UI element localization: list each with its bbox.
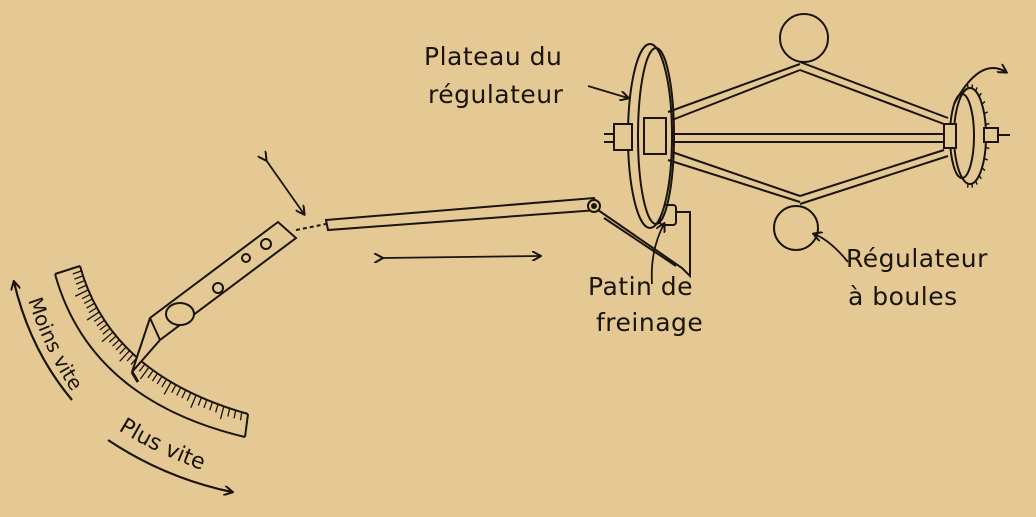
scale-tick [102, 327, 111, 335]
scale-tick [233, 410, 237, 419]
lever-motion-arrow [266, 160, 304, 214]
gear-tooth [981, 167, 986, 172]
scale-tick [203, 399, 208, 409]
scale-tick [176, 387, 182, 396]
patin-label-line2: freinage [596, 308, 704, 337]
scale-tick [99, 323, 108, 331]
scale-tick [197, 397, 202, 406]
gear-tooth [983, 111, 989, 115]
scale-tick [96, 319, 105, 327]
scale-tick [88, 307, 98, 314]
governor-ball-bottom [773, 205, 819, 251]
plus-vite-label: Plus vite [115, 414, 209, 476]
scale-tick [86, 302, 95, 309]
scale-tick [75, 279, 85, 285]
gear-tooth [975, 180, 978, 185]
scale-tick [83, 298, 93, 305]
gear-tooth [978, 175, 982, 180]
dashed-link [295, 223, 327, 231]
scale-tick [239, 412, 243, 421]
plateau-label-line1: Plateau du [424, 42, 563, 71]
scale-tick [119, 346, 127, 355]
scale-ticks [72, 270, 243, 421]
patin-pointer-arrow [650, 224, 664, 285]
gear-tooth [983, 157, 989, 161]
scale-tick [209, 401, 213, 411]
scale-tick [219, 406, 225, 420]
governor-assembly [604, 13, 1010, 251]
scale-tick [119, 350, 131, 362]
speed-scale [54, 265, 249, 438]
scale-tick [215, 404, 219, 413]
gear-tooth [985, 146, 990, 150]
scale-tick [115, 343, 124, 351]
pointer-lever [130, 220, 298, 383]
rod-motion-arrow [382, 256, 540, 258]
scale-tick [81, 293, 91, 300]
regulateur-label-line1: Régulateur [846, 244, 988, 273]
scale-tick [139, 366, 150, 380]
plus-vite-arrow [107, 439, 232, 492]
gear-tooth [985, 122, 990, 126]
scale-tick [156, 376, 163, 385]
rotation-arrow [953, 68, 1006, 105]
governor-ball-top [779, 13, 829, 63]
scale-tick [77, 284, 87, 290]
plateau-pointer-arrow [587, 85, 628, 98]
scale-tick [227, 408, 231, 417]
regulateur-label-line2: à boules [848, 282, 958, 311]
gear-tooth [978, 92, 982, 97]
scale-tick [93, 315, 103, 323]
lever-pivot [165, 302, 195, 326]
scale-tick [181, 389, 187, 399]
scale-tick [126, 353, 134, 362]
patin-label-line1: Patin de [588, 272, 694, 301]
scale-tick [171, 384, 177, 394]
gear-tooth [981, 100, 986, 105]
scale-outer-arc [54, 273, 246, 438]
scale-tick [186, 392, 192, 401]
scale-tick [147, 370, 154, 379]
gear-tooth [975, 87, 978, 92]
scale-tick [163, 381, 172, 395]
scale-tick [86, 311, 100, 321]
plateau-label-line2: régulateur [428, 80, 564, 109]
regulateur-pointer-arrow [814, 234, 849, 263]
scale-tick [72, 270, 82, 275]
scale-tick [190, 394, 197, 409]
moins-vite-arrow [14, 282, 73, 401]
scale-tick [112, 339, 120, 347]
scale-tick [74, 289, 89, 297]
scale-tick [74, 275, 84, 280]
scale-tick [138, 363, 146, 372]
scale-tick [151, 373, 159, 382]
scale-tick [161, 378, 168, 388]
scale-tick [108, 335, 117, 343]
connecting-rod [324, 196, 601, 232]
scale-tick [101, 331, 114, 343]
